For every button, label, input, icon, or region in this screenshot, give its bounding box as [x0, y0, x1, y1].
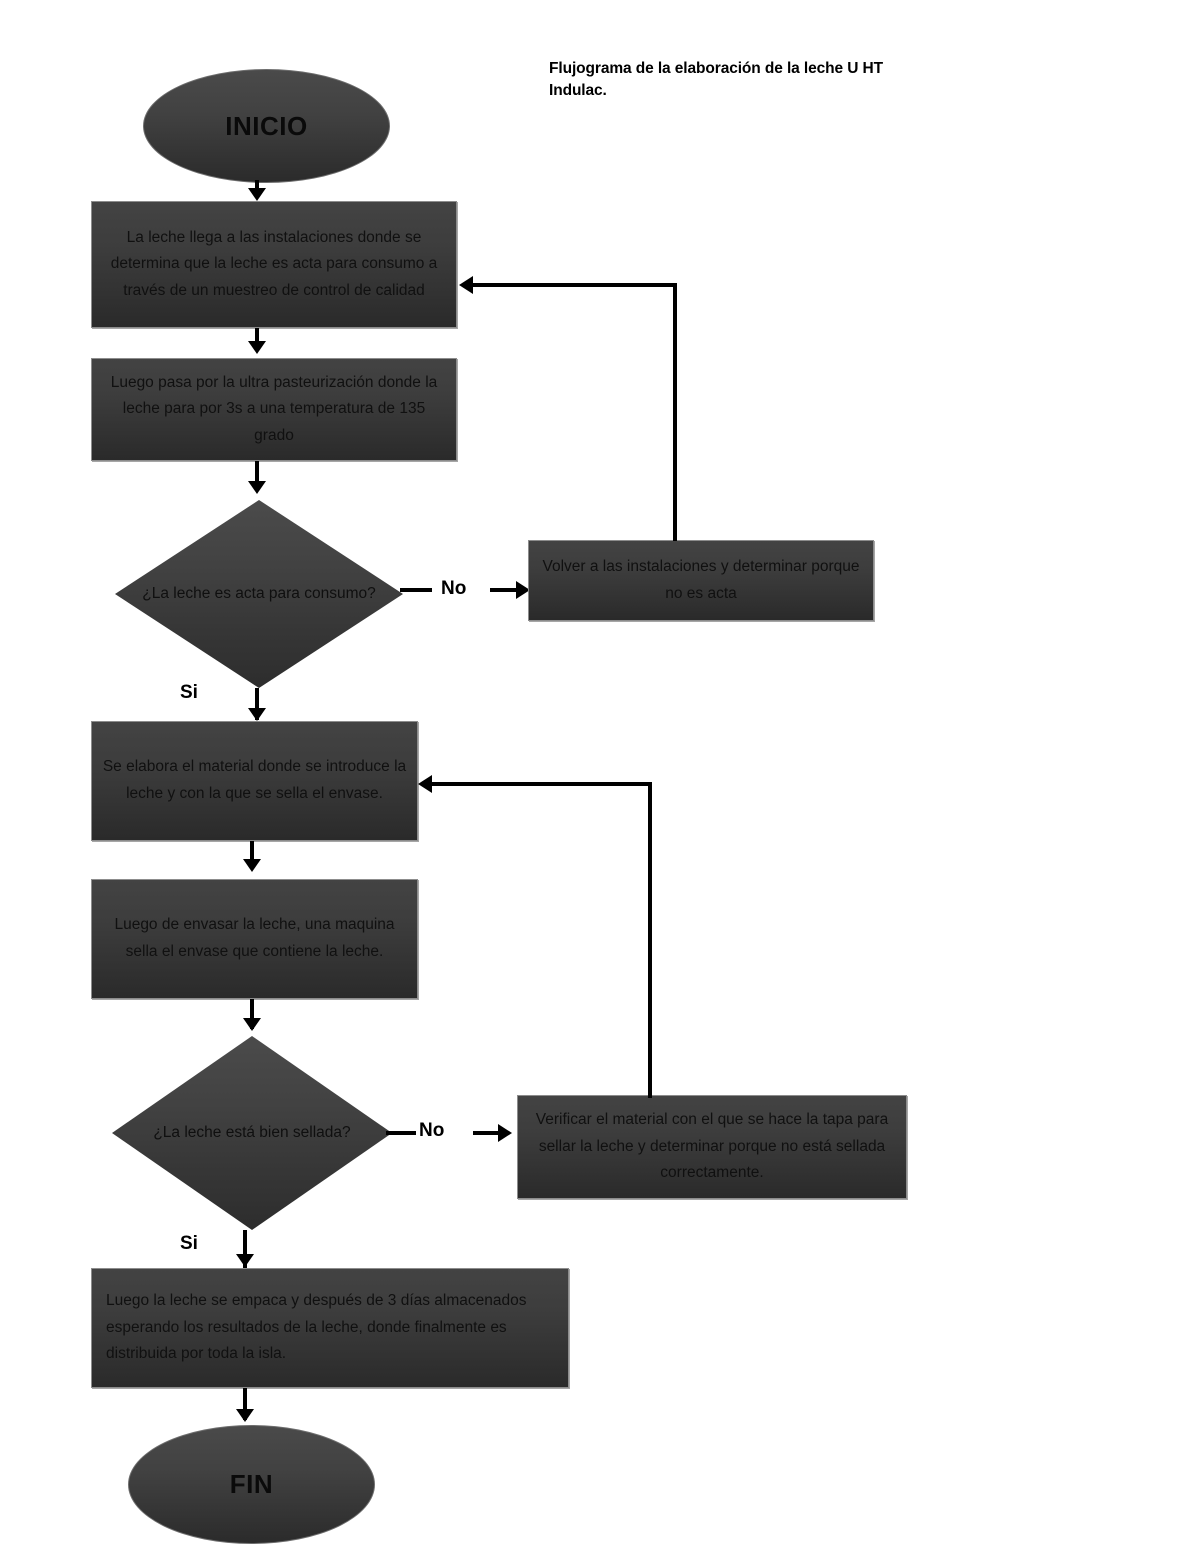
edge-label-si-1: Si: [180, 682, 198, 703]
connector-pasteurizacion-decision: [255, 461, 259, 491]
node-inicio[interactable]: INICIO: [143, 69, 390, 183]
connector-decision-apta-no-stub: [400, 588, 432, 592]
node-verificar-label: Verificar el material con el que se hace…: [535, 1111, 889, 1182]
arrowhead-decision-sellada-si: [236, 1254, 254, 1267]
node-decision-apta[interactable]: ¿La leche es acta para consumo?: [115, 500, 403, 688]
connector-decision-sellada-no: [473, 1131, 505, 1135]
connector-decision-apta-no: [490, 588, 526, 592]
connector-feedback-2-horizontal: [432, 782, 650, 786]
page-title-line-2: Indulac.: [549, 82, 607, 100]
arrowhead-recepcion-pasteurizacion: [248, 341, 266, 354]
arrowhead-decision-sellada-no: [498, 1124, 512, 1142]
connector-decision-sellada-no-stub: [386, 1131, 416, 1135]
edge-label-si-2: Si: [180, 1233, 198, 1254]
arrowhead-empaque-fin: [236, 1409, 254, 1422]
node-fin-label: FIN: [229, 1469, 274, 1499]
arrowhead-envase-sellado: [243, 859, 261, 872]
connector-envase-sellado: [250, 841, 254, 869]
arrowhead-decision-apta-si: [248, 708, 266, 721]
node-inicio-label: INICIO: [225, 110, 308, 141]
node-decision-sellada-label: ¿La leche está bien sellada?: [153, 1123, 351, 1141]
arrowhead-decision-apta-no: [516, 581, 530, 599]
arrowhead-inicio-recepcion: [248, 188, 266, 201]
connector-sellado-decision: [250, 999, 254, 1029]
node-decision-sellada[interactable]: ¿La leche está bien sellada?: [112, 1036, 392, 1230]
connector-recepcion-pasteurizacion: [255, 328, 259, 350]
connector-empaque-fin: [243, 1388, 247, 1420]
arrowhead-pasteurizacion-decision: [248, 481, 266, 494]
node-sellado[interactable]: Luego de envasar la leche, una maquina s…: [91, 879, 418, 999]
connector-feedback-1-vertical: [673, 283, 677, 541]
node-sellado-label: Luego de envasar la leche, una maquina s…: [114, 916, 395, 960]
connector-decision-sellada-si: [243, 1230, 247, 1268]
edge-label-no-1: No: [441, 578, 467, 599]
arrowhead-feedback-2: [418, 775, 432, 793]
node-envase-label: Se elabora el material donde se introduc…: [102, 758, 407, 802]
connector-decision-apta-si: [255, 688, 259, 720]
node-volver[interactable]: Volver a las instalaciones y determinar …: [528, 540, 874, 621]
arrowhead-feedback-1: [459, 276, 473, 294]
node-pasteurizacion-label: Luego pasa por la ultra pasteurización d…: [110, 373, 438, 444]
connector-feedback-1-horizontal: [473, 283, 675, 287]
node-pasteurizacion[interactable]: Luego pasa por la ultra pasteurización d…: [91, 358, 457, 461]
node-verificar[interactable]: Verificar el material con el que se hace…: [517, 1095, 907, 1199]
node-decision-apta-label: ¿La leche es acta para consumo?: [142, 584, 376, 602]
node-empaque[interactable]: Luego la leche se empaca y después de 3 …: [91, 1268, 569, 1388]
node-fin[interactable]: FIN: [128, 1425, 375, 1544]
node-recepcion-label: La leche llega a las instalaciones donde…: [110, 228, 438, 299]
node-empaque-label: Luego la leche se empaca y después de 3 …: [106, 1292, 527, 1363]
arrowhead-sellado-decision: [243, 1018, 261, 1031]
node-recepcion[interactable]: La leche llega a las instalaciones donde…: [91, 201, 457, 328]
node-envase[interactable]: Se elabora el material donde se introduc…: [91, 721, 418, 841]
connector-feedback-2-vertical: [648, 782, 652, 1098]
page-title-line-1: Flujograma de la elaboración de la leche…: [549, 60, 884, 77]
edge-label-no-2: No: [419, 1120, 445, 1141]
node-volver-label: Volver a las instalaciones y determinar …: [542, 557, 860, 602]
page-title: Flujograma de la elaboración de la leche…: [549, 58, 979, 103]
